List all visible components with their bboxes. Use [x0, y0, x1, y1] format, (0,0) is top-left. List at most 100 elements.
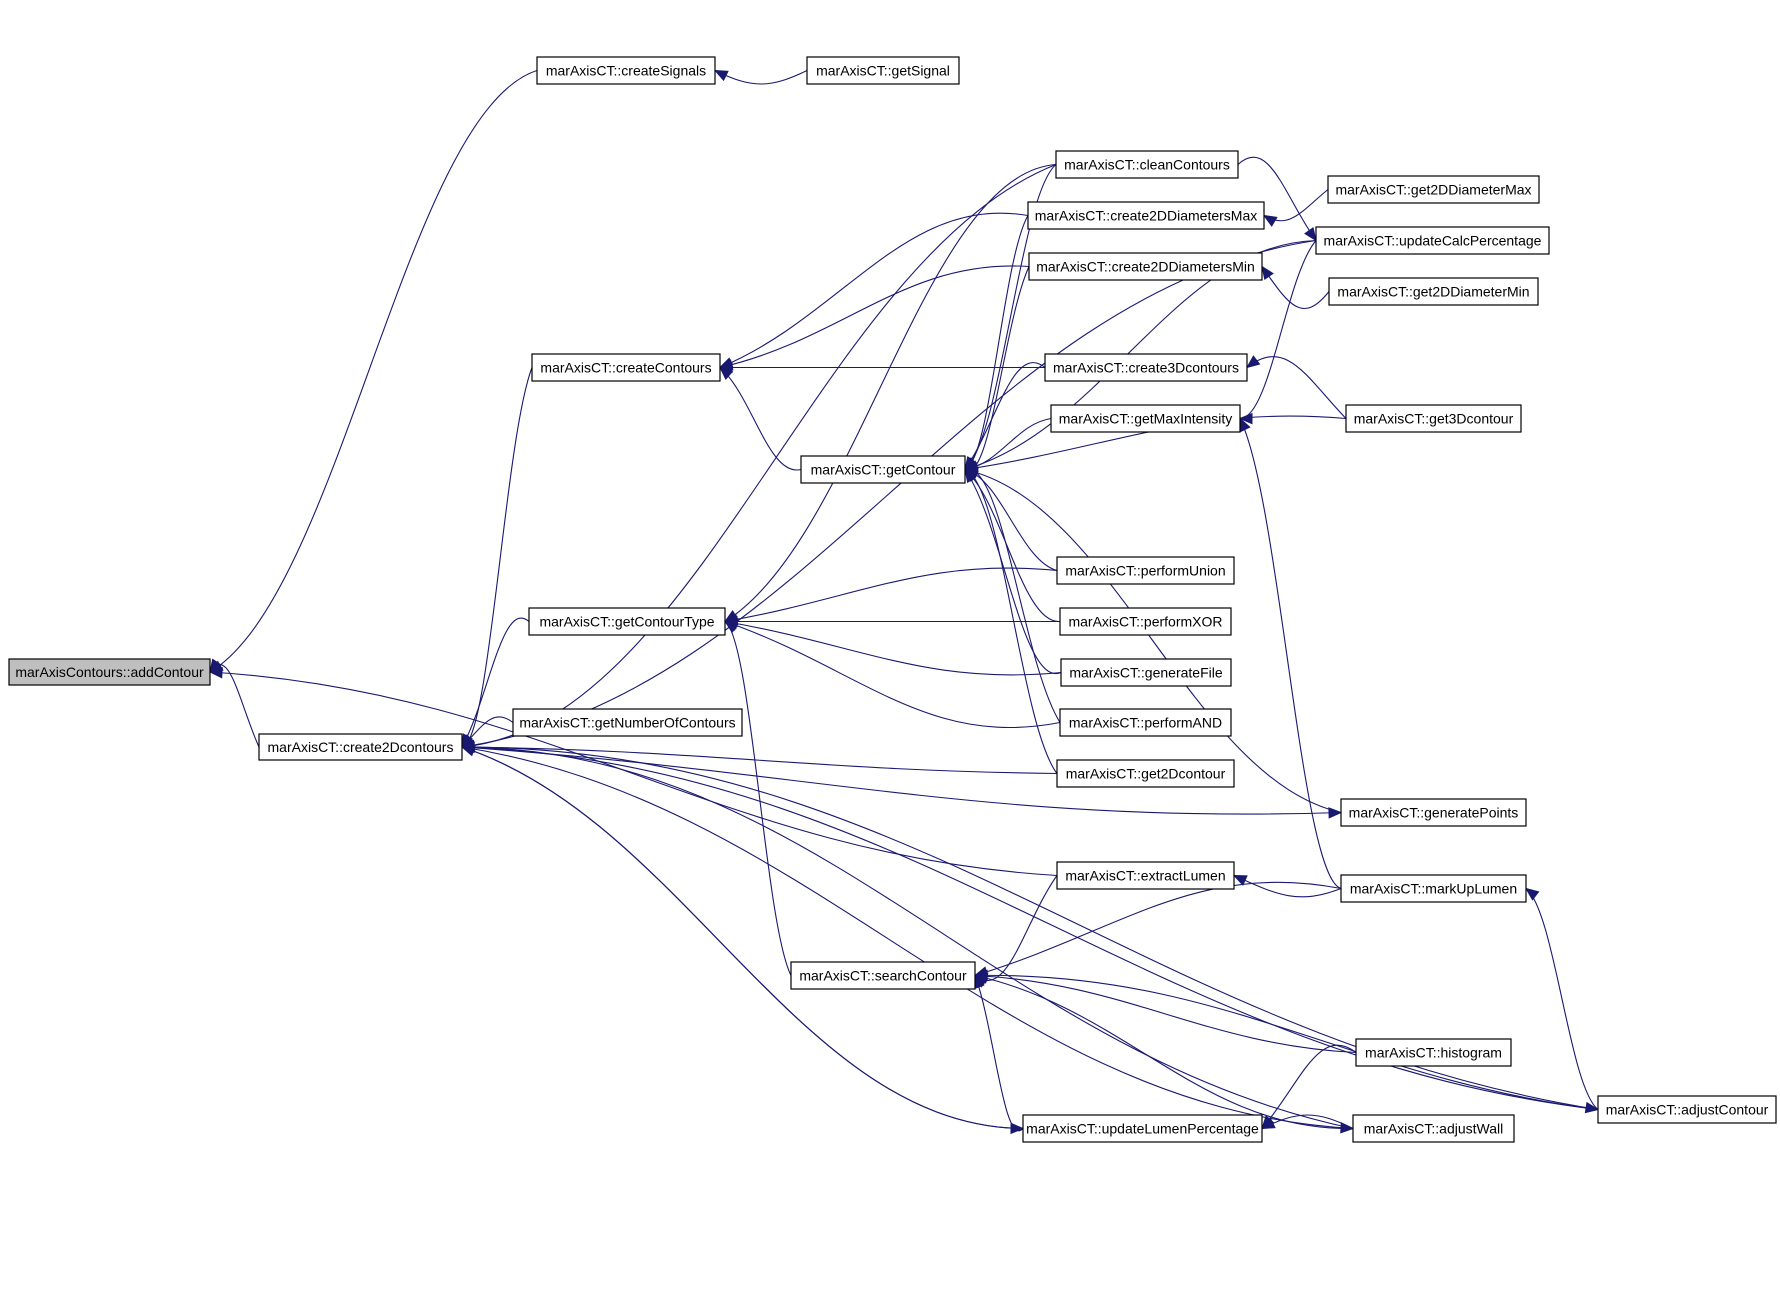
node-createcontours[interactable]: marAxisCT::createContours — [531, 353, 721, 382]
edge-line — [974, 881, 1342, 977]
node-box — [1340, 798, 1527, 827]
edge-line — [461, 746, 1354, 1130]
node-label: marAxisCT::adjustWall — [1364, 1121, 1504, 1137]
arrowhead — [1245, 355, 1261, 369]
node-label: marAxisCT::createSignals — [546, 63, 706, 79]
node-cleancontours[interactable]: marAxisCT::cleanContours — [1055, 150, 1239, 179]
node-label: marAxisCT::create2Dcontours — [268, 739, 454, 755]
edge-line — [1261, 266, 1330, 310]
arrowhead — [963, 466, 979, 478]
node-generatefile[interactable]: marAxisCT::generateFile — [1060, 658, 1232, 687]
edge-line — [461, 163, 1057, 748]
node-performunion[interactable]: marAxisCT::performUnion — [1056, 556, 1235, 585]
node-getcontour[interactable]: marAxisCT::getContour — [800, 455, 966, 484]
node-histogram[interactable]: marAxisCT::histogram — [1355, 1038, 1512, 1067]
node-getnumberofcontours[interactable]: marAxisCT::getNumberOfContours — [512, 708, 743, 737]
node-box — [528, 607, 726, 636]
call-edge — [973, 972, 1354, 1130]
call-edge — [723, 615, 1061, 628]
node-box — [512, 708, 743, 737]
node-create2ddiametersmin[interactable]: marAxisCT::create2DDiametersMin — [1028, 252, 1263, 281]
edge-line — [461, 746, 1599, 1111]
arrowhead — [713, 69, 729, 82]
node-label: marAxisCT::extractLumen — [1065, 868, 1225, 884]
node-addcontour[interactable]: marAxisContours::addContour — [8, 658, 211, 686]
edge-line — [964, 468, 1061, 723]
arrowhead — [1340, 1122, 1355, 1134]
call-edge — [713, 69, 808, 85]
arrowhead — [1232, 874, 1248, 886]
edge-line — [719, 367, 802, 471]
edge-line — [964, 468, 1058, 572]
call-edge — [1232, 874, 1342, 898]
node-box — [8, 658, 211, 686]
call-edge — [723, 567, 1058, 626]
arrowhead — [1304, 226, 1317, 242]
call-edge — [723, 163, 1057, 623]
node-label: marAxisCT::get2DDiameterMin — [1337, 284, 1529, 300]
node-getcontourtype[interactable]: marAxisCT::getContourType — [528, 607, 726, 636]
node-getmaxintensity[interactable]: marAxisCT::getMaxIntensity — [1050, 404, 1241, 433]
node-box — [1060, 658, 1232, 687]
node-createsignals[interactable]: marAxisCT::createSignals — [536, 56, 716, 85]
call-edge — [718, 265, 1030, 371]
edge-line — [724, 163, 1057, 622]
node-label: marAxisCT::get2Dcontour — [1066, 766, 1226, 782]
node-performxor[interactable]: marAxisCT::performXOR — [1059, 607, 1232, 636]
node-label: marAxisCT::markUpLumen — [1350, 881, 1517, 897]
node-get2ddiametermax[interactable]: marAxisCT::get2DDiameterMax — [1327, 175, 1540, 204]
node-label: marAxisCT::createContours — [540, 360, 711, 376]
node-box — [1050, 404, 1241, 433]
call-edge — [964, 468, 1061, 623]
node-updatecalcpercentage[interactable]: marAxisCT::updateCalcPercentage — [1315, 226, 1550, 255]
arrowhead — [1238, 412, 1253, 425]
node-box — [258, 733, 463, 761]
node-performand[interactable]: marAxisCT::performAND — [1059, 708, 1232, 737]
call-graph-nodes: marAxisContours::addContourmarAxisCT::cr… — [8, 56, 1777, 1143]
node-label: marAxisCT::getNumberOfContours — [519, 715, 735, 731]
edge-line — [461, 746, 1354, 1130]
node-adjustwall[interactable]: marAxisCT::adjustWall — [1352, 1114, 1515, 1143]
edge-line — [974, 974, 1357, 1054]
arrowhead — [723, 610, 739, 623]
edge-line — [461, 367, 533, 748]
edge-line — [719, 265, 1030, 369]
edge-line — [1525, 888, 1599, 1110]
node-label: marAxisCT::getContour — [811, 462, 956, 478]
node-label: marAxisCT::getContourType — [539, 614, 714, 630]
node-create2ddiametersmax[interactable]: marAxisCT::create2DDiametersMax — [1027, 201, 1265, 230]
arrowhead — [1584, 1101, 1600, 1114]
node-label: marAxisCT::create3Dcontours — [1053, 360, 1239, 376]
edge-line — [974, 974, 1599, 1111]
node-extractlumen[interactable]: marAxisCT::extractLumen — [1056, 861, 1235, 890]
node-markuplumen[interactable]: marAxisCT::markUpLumen — [1340, 874, 1527, 903]
node-create2dcontours[interactable]: marAxisCT::create2Dcontours — [258, 733, 463, 761]
edge-line — [964, 266, 1030, 471]
node-box — [1355, 1038, 1512, 1067]
node-searchcontour[interactable]: marAxisCT::searchContour — [790, 961, 976, 990]
node-get2dcontour[interactable]: marAxisCT::get2Dcontour — [1056, 759, 1235, 788]
edge-line — [724, 621, 792, 976]
call-edge — [719, 366, 802, 471]
call-edge — [208, 69, 538, 673]
node-get3dcontour[interactable]: marAxisCT::get3Dcontour — [1345, 404, 1522, 433]
node-generatepoints[interactable]: marAxisCT::generatePoints — [1340, 798, 1527, 827]
call-edge — [1262, 189, 1329, 227]
node-updatelumenpercentage[interactable]: marAxisCT::updateLumenPercentage — [1022, 1114, 1263, 1143]
node-label: marAxisCT::generateFile — [1069, 665, 1222, 681]
edge-line — [1233, 874, 1342, 898]
edge-line — [1261, 1044, 1357, 1129]
node-label: marAxisCT::performAND — [1069, 715, 1222, 731]
node-create3dcontours[interactable]: marAxisCT::create3Dcontours — [1044, 353, 1248, 382]
node-box — [1327, 175, 1540, 204]
node-adjustcontour[interactable]: marAxisCT::adjustContour — [1597, 1095, 1777, 1124]
edge-line — [461, 746, 1024, 1130]
node-getsignal[interactable]: marAxisCT::getSignal — [806, 56, 960, 85]
node-label: marAxisCT::adjustContour — [1606, 1102, 1769, 1118]
edge-line — [461, 746, 1058, 775]
node-get2ddiametermin[interactable]: marAxisCT::get2DDiameterMin — [1328, 277, 1539, 306]
node-label: marAxisCT::searchContour — [799, 968, 967, 984]
node-box — [1328, 277, 1539, 306]
node-box — [806, 56, 960, 85]
call-graph-edges — [208, 69, 1600, 1135]
